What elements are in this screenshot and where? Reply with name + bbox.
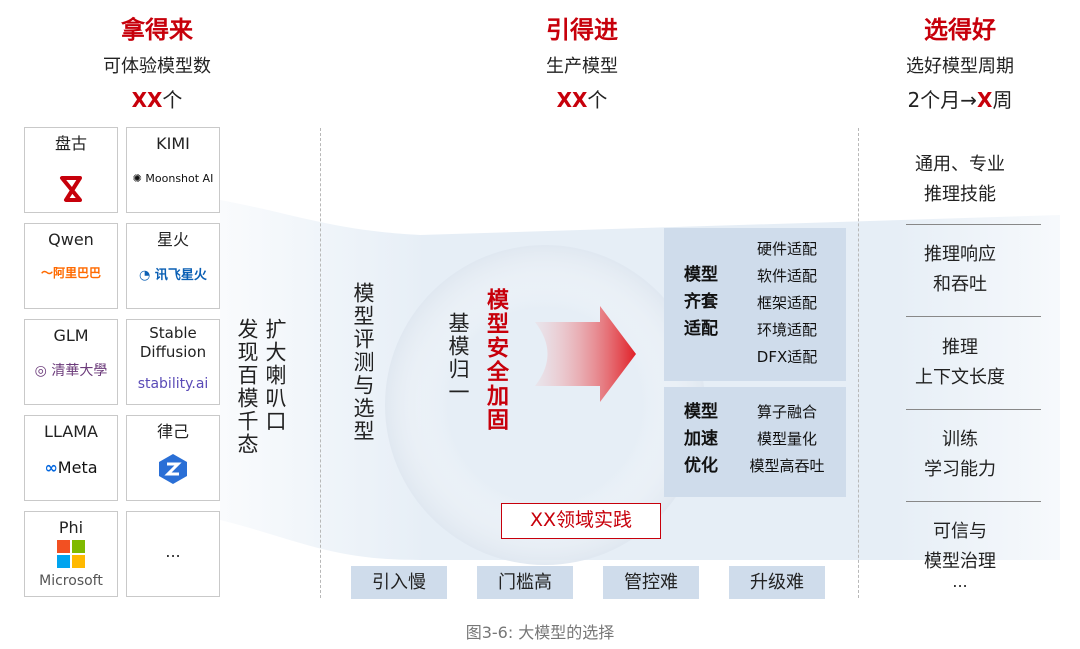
column-title-3: 选得好 xyxy=(924,16,996,44)
tsinghua-logo-icon: ◎ 清華大學 xyxy=(34,363,108,379)
lvji-logo-icon xyxy=(127,452,219,490)
meta-logo-icon: ∞Meta xyxy=(44,458,98,477)
tag-hard-control: 管控难 xyxy=(603,566,699,599)
tile-name: Stable Diffusion xyxy=(139,324,207,361)
right-item-response: 推理响应和吞吐 xyxy=(924,244,996,295)
figure-caption: 图3-6: 大模型的选择 xyxy=(465,623,615,642)
tag-hard-upgrade: 升级难 xyxy=(729,566,825,599)
column-count-3: 2个月→X周 xyxy=(907,88,1013,112)
column-subtitle-3: 选好模型周期 xyxy=(906,56,1014,77)
practice-label: XX领域实践 xyxy=(501,503,661,539)
right-separator xyxy=(906,409,1041,410)
column-count-2: XX个 xyxy=(556,88,608,112)
optimization-items: 算子融合模型量化模型高吞吐 xyxy=(749,403,825,475)
vertical-label-discover: 发现百模千态 xyxy=(235,318,259,456)
model-tile-more: ... xyxy=(126,511,220,597)
tile-name: KIMI xyxy=(156,134,190,153)
right-item-more: ... xyxy=(952,572,968,591)
stability-logo-icon: stability.ai xyxy=(137,376,209,392)
column-title-2: 引得进 xyxy=(546,16,618,44)
tile-name: 律己 xyxy=(156,422,189,441)
model-tile-llama: LLAMA ∞Meta xyxy=(24,415,118,501)
tile-name: LLAMA xyxy=(44,422,98,441)
alibaba-logo-icon: 〜阿里巴巴 xyxy=(40,266,102,280)
right-item-governance: 可信与模型治理 xyxy=(924,521,996,572)
vertical-label-security: 模型安全加固 xyxy=(483,288,508,432)
pangu-logo-icon xyxy=(25,174,117,208)
vertical-label-expand: 扩大喇叭口 xyxy=(263,318,287,433)
optimization-box: 模型加速优化 算子融合模型量化模型高吞吐 xyxy=(664,387,846,497)
tag-high-threshold: 门槛高 xyxy=(477,566,573,599)
vertical-label-base-model: 基模归一 xyxy=(446,312,470,404)
adaptation-title: 模型齐套适配 xyxy=(684,265,718,339)
model-tile-qwen: Qwen 〜阿里巴巴 xyxy=(24,223,118,309)
spark-logo-icon: ◔ 讯飞星火 xyxy=(139,268,207,283)
tile-name: GLM xyxy=(53,326,89,345)
tile-name: 盘古 xyxy=(54,134,87,153)
right-separator xyxy=(906,501,1041,502)
right-separator xyxy=(906,316,1041,317)
optimization-title: 模型加速优化 xyxy=(684,402,718,476)
model-tile-pangu: 盘古 xyxy=(24,127,118,213)
right-item-reasoning-skills: 通用、专业推理技能 xyxy=(915,154,1005,205)
divider-left xyxy=(320,128,321,598)
tag-slow-intro: 引入慢 xyxy=(351,566,447,599)
microsoft-logo-text: Microsoft xyxy=(39,573,103,589)
right-item-context-length: 推理上下文长度 xyxy=(915,337,1005,388)
model-tile-stable-diffusion: Stable Diffusion stability.ai xyxy=(126,319,220,405)
column-subtitle-1: 可体验模型数 xyxy=(103,56,211,77)
column-subtitle-2: 生产模型 xyxy=(546,56,618,77)
model-tile-lvji: 律己 xyxy=(126,415,220,501)
moonshot-logo-icon: ✺ Moonshot AI xyxy=(132,172,214,185)
tile-name: ... xyxy=(165,542,181,561)
divider-right xyxy=(858,128,859,598)
right-item-training: 训练学习能力 xyxy=(924,429,996,480)
model-tile-xinghuo: 星火 ◔ 讯飞星火 xyxy=(126,223,220,309)
column-title-1: 拿得来 xyxy=(121,16,193,44)
column-count-1: XX个 xyxy=(131,88,183,112)
model-tile-phi: Phi Microsoft xyxy=(24,511,118,597)
tile-name: Phi xyxy=(58,518,84,537)
vertical-label-evaluation: 模型评测与选型 xyxy=(351,282,375,443)
microsoft-logo-icon: Microsoft xyxy=(25,540,117,589)
tile-name: Qwen xyxy=(48,230,94,249)
right-separator xyxy=(906,224,1041,225)
model-tile-glm: GLM ◎ 清華大學 xyxy=(24,319,118,405)
arrow-icon xyxy=(535,306,636,402)
tile-name: 星火 xyxy=(156,230,189,249)
model-tile-kimi: KIMI ✺ Moonshot AI xyxy=(126,127,220,213)
